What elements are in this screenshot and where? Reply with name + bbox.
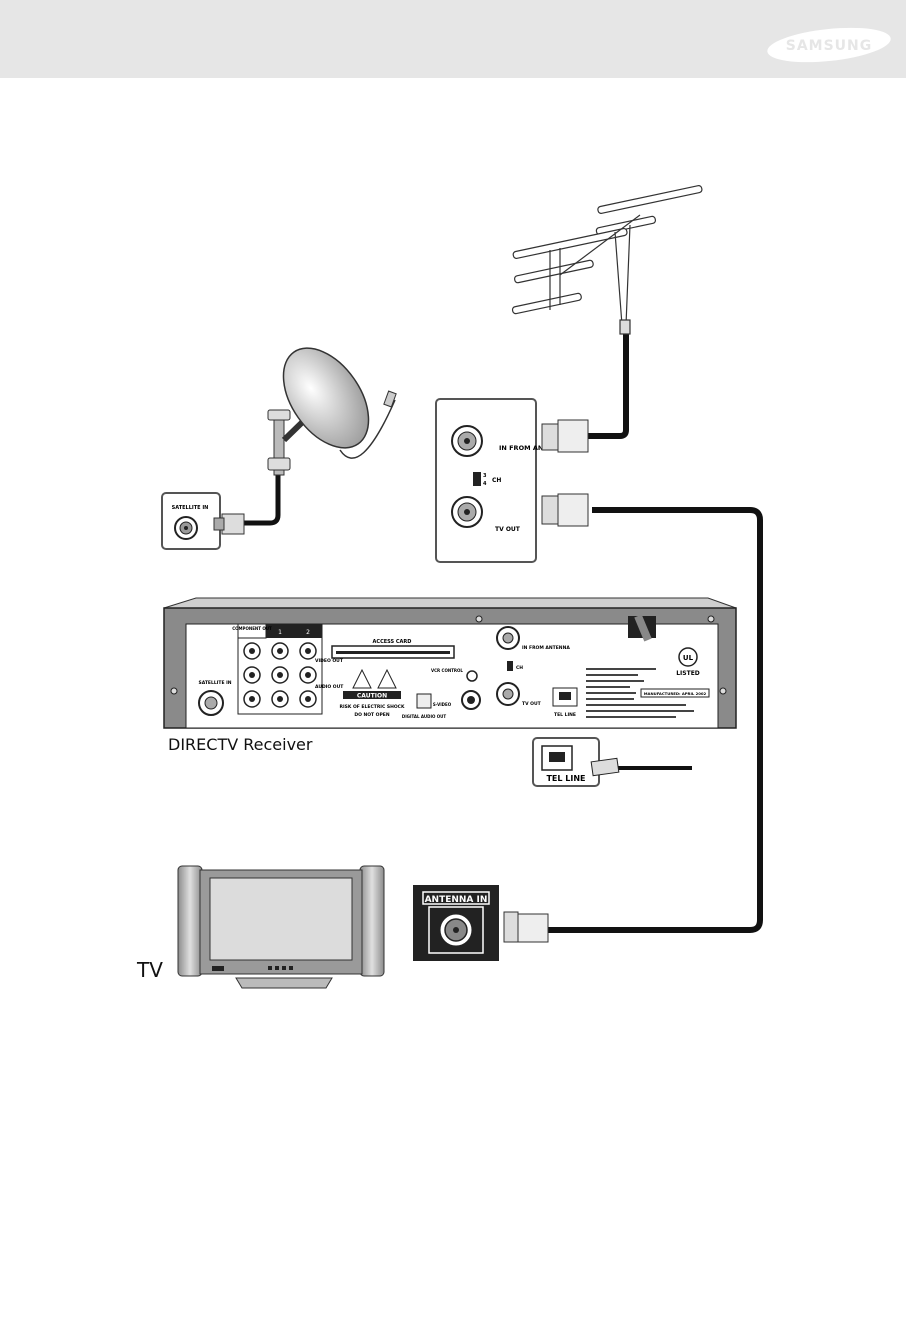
caution-line1: RISK OF ELECTRIC SHOCK (340, 704, 405, 710)
satellite-cable (242, 470, 281, 526)
ch-4-label: 4 (483, 481, 487, 487)
samsung-logo: SAMSUNG (766, 26, 892, 64)
listed-label: LISTED (676, 670, 700, 677)
tv-icon (177, 865, 385, 989)
satellite-in-inset: SATELLITE IN (161, 492, 245, 550)
caution-line2: DO NOT OPEN (354, 712, 390, 718)
satellite-in-inset-label: SATELLITE IN (172, 505, 209, 511)
tv-caption: TV (137, 958, 163, 982)
coax-connector-tv-out (541, 493, 589, 527)
access-card-label: ACCESS CARD (373, 639, 412, 645)
brand-text: SAMSUNG (786, 38, 873, 54)
antenna-in-label: ANTENNA IN (425, 895, 488, 905)
rear-in-from-antenna-label: IN FROM ANTENNA (522, 645, 570, 651)
in-from-antenna-label: IN FROM ANTENNA (499, 444, 568, 452)
tv-out-label: TV OUT (495, 526, 521, 533)
rf-cable-to-tv (548, 507, 763, 933)
component-out-label: COMPONENT OUT (232, 626, 272, 631)
antenna-panel-inset: IN FROM ANTENNA 3 4 CH TV OUT (435, 398, 568, 563)
input-1-label: 1 (278, 629, 282, 636)
manufactured-label: MANUFACTURED: APRIL 2002 (644, 691, 707, 696)
ch-label: CH (492, 477, 501, 484)
coax-connector-antenna (541, 419, 589, 453)
digital-audio-out-label: DIGITAL AUDIO OUT (402, 714, 447, 719)
tv-antenna-icon (511, 185, 703, 335)
ch-3-label: 3 (483, 473, 487, 479)
rear-tel-line-label: TEL LINE (554, 712, 576, 718)
input-2-label: 2 (306, 629, 310, 636)
page-header-bar: SAMSUNG (0, 0, 906, 78)
rear-ch-label: CH (516, 665, 523, 671)
rear-satellite-in-label: SATELLITE IN (198, 680, 231, 686)
satellite-dish-icon (267, 347, 397, 476)
directv-receiver-rear: SATELLITE IN COMPONENT OUT 1 2 VIDEO OUT… (163, 597, 737, 729)
coax-connector-tv (503, 911, 549, 943)
s-video-label: S-VIDEO (433, 702, 452, 707)
tel-line-label: TEL LINE (546, 774, 585, 783)
antenna-cable (588, 330, 629, 439)
caution-label: CAUTION (357, 693, 387, 700)
rear-tv-out-label: TV OUT (522, 701, 542, 707)
audio-out-label: AUDIO OUT (315, 684, 344, 690)
antenna-in-inset: ANTENNA IN (413, 885, 499, 961)
video-out-label: VIDEO OUT (315, 658, 344, 664)
ul-logo: UL (683, 654, 694, 662)
tel-line-inset: TEL LINE (532, 737, 620, 787)
vcr-control-label: VCR CONTROL (431, 668, 463, 673)
receiver-caption: DIRECTV Receiver (168, 735, 313, 754)
